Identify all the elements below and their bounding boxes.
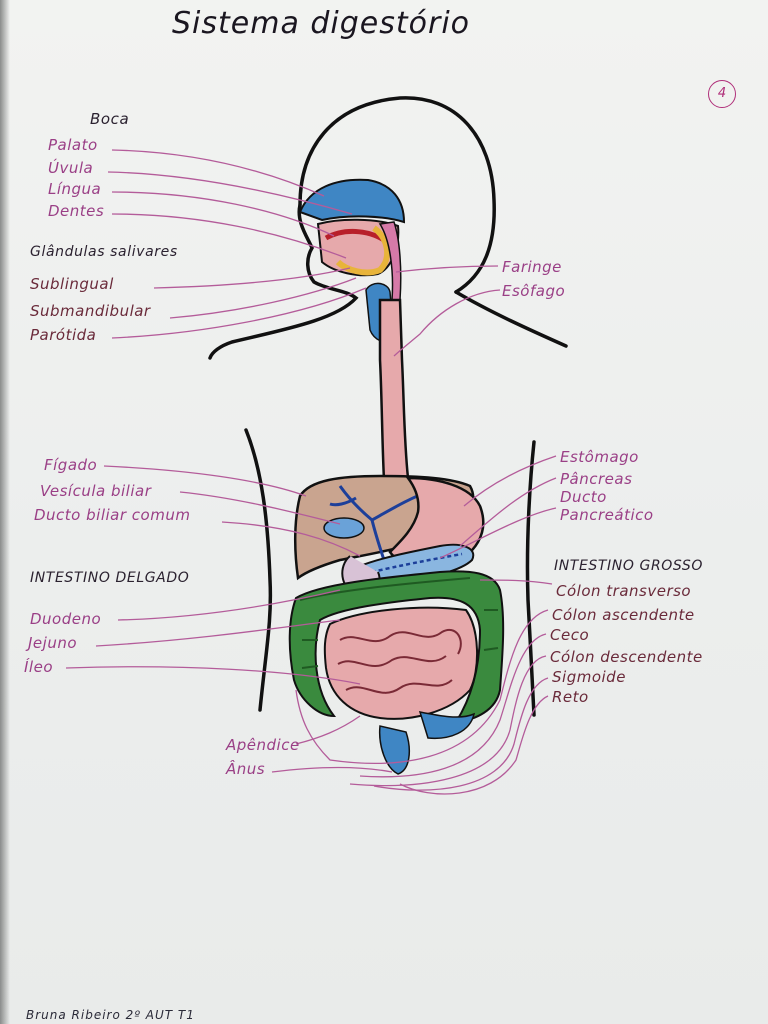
student-signature: Bruna Ribeiro 2º AUT T1 xyxy=(26,1008,195,1022)
label-anus: Ânus xyxy=(226,760,266,778)
line-sublingual xyxy=(153,267,351,289)
colon-haustra xyxy=(299,577,499,669)
small-intestine-loops xyxy=(337,629,462,694)
line-vesicula xyxy=(179,491,341,525)
nasal-cavity xyxy=(298,178,406,224)
label-ceco: Ceco xyxy=(550,626,590,644)
line-figado xyxy=(103,465,307,497)
paper-edge-shadow xyxy=(0,0,10,1024)
label-faringe: Faringe xyxy=(502,258,562,276)
label-ileo: Íleo xyxy=(24,658,53,676)
page-number-badge: 4 xyxy=(708,80,736,108)
line-reto xyxy=(399,695,549,795)
label-colon-descendente: Cólon descendente xyxy=(550,648,703,666)
label-palato: Palato xyxy=(48,136,98,154)
line-colon-ascendente xyxy=(295,609,549,765)
line-ileo xyxy=(65,666,361,685)
label-sublingual: Sublingual xyxy=(30,275,114,293)
rectum-drawing xyxy=(418,711,476,740)
line-colon-descendente xyxy=(349,655,547,787)
label-pancreatico: Pancreático xyxy=(560,506,654,524)
label-figado: Fígado xyxy=(44,456,98,474)
leader-lines xyxy=(65,149,557,795)
group-label-glandulas-salivares: Glândulas salivares xyxy=(30,244,178,260)
esophagus-drawing xyxy=(378,298,410,482)
left-torso-outline xyxy=(244,428,273,712)
group-label-intestino-grosso: INTESTINO GROSSO xyxy=(554,558,703,574)
line-jejuno xyxy=(95,619,341,647)
head-outline xyxy=(298,96,496,294)
line-ducto-biliar xyxy=(221,521,361,557)
label-ducto-biliar-comum: Ducto biliar comum xyxy=(34,506,191,524)
label-jejuno: Jejuno xyxy=(28,634,78,652)
group-label-boca: Boca xyxy=(90,110,130,128)
group-label-intestino-delgado: INTESTINO DELGADO xyxy=(30,570,190,586)
label-apendice: Apêndice xyxy=(226,736,300,754)
right-shoulder-outline xyxy=(454,290,568,348)
line-ceco xyxy=(359,633,547,778)
label-parotida: Parótida xyxy=(30,326,97,344)
label-reto: Reto xyxy=(552,688,589,706)
label-colon-ascendente: Cólon ascendente xyxy=(552,606,695,624)
page-title: Sistema digestório xyxy=(172,6,471,41)
label-sigmoide: Sigmoide xyxy=(552,668,626,686)
line-sigmoide xyxy=(373,677,549,791)
line-apendice xyxy=(295,715,361,745)
right-torso-outline xyxy=(525,440,536,717)
label-estomago: Estômago xyxy=(560,448,639,466)
label-ducto: Ducto xyxy=(560,488,607,506)
line-submandibular xyxy=(169,277,357,319)
line-lingua xyxy=(111,191,335,237)
pancreatic-duct-drawing xyxy=(371,552,463,574)
small-intestine-drawing xyxy=(323,606,478,720)
line-uvula xyxy=(107,171,353,215)
label-duodeno: Duodeno xyxy=(30,610,102,628)
line-faringe xyxy=(395,265,499,273)
label-uvula: Úvula xyxy=(48,159,94,177)
label-colon-transverso: Cólon transverso xyxy=(556,582,692,600)
face-outline xyxy=(208,203,359,360)
line-duodeno xyxy=(117,589,341,621)
line-palato xyxy=(111,149,325,197)
large-intestine-drawing xyxy=(288,570,505,724)
line-ducto-pancreatico xyxy=(439,507,557,559)
line-parotida xyxy=(111,287,367,339)
label-dentes: Dentes xyxy=(48,202,105,220)
line-anus xyxy=(271,766,393,773)
label-pancreas: Pâncreas xyxy=(560,470,633,488)
label-esofago: Esôfago xyxy=(502,282,566,300)
label-lingua: Língua xyxy=(48,180,102,198)
line-colon-transverso xyxy=(479,579,553,585)
line-pancreas xyxy=(459,477,557,547)
label-submandibular: Submandibular xyxy=(30,302,151,320)
line-esofago xyxy=(393,289,501,357)
label-vesicula-biliar: Vesícula biliar xyxy=(40,482,152,500)
line-dentes xyxy=(111,213,347,259)
anal-canal-drawing xyxy=(378,725,411,775)
line-estomago xyxy=(463,455,557,507)
